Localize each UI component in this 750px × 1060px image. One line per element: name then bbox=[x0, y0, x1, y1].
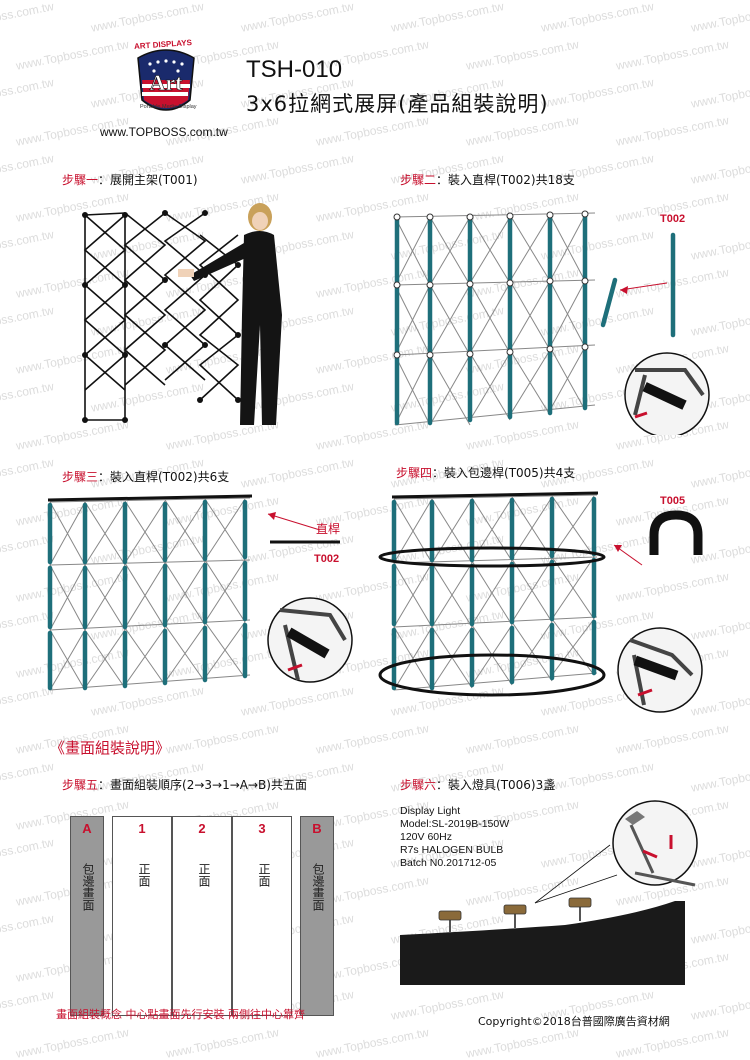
step-1-text: ：展開主架(T001) bbox=[98, 173, 198, 187]
panel-1: 1 正面 bbox=[112, 816, 172, 1016]
panel-a: A 包邊畫面 bbox=[70, 816, 104, 1016]
panel-b-text: 包邊畫面 bbox=[311, 863, 325, 911]
watermark-text: www.Topboss.com.tw bbox=[0, 227, 55, 263]
panel-3: 3 正面 bbox=[232, 816, 292, 1016]
step-3-tag: T002 bbox=[314, 553, 340, 565]
panel-1-text: 正面 bbox=[137, 863, 151, 887]
step-4-text: ：裝入包邊桿(T005)共4支 bbox=[432, 466, 576, 480]
step-2-heading: 步驟二：裝入直桿(T002)共18支 bbox=[400, 171, 575, 188]
copyright: Copyright©2018台普國際廣告資材網 bbox=[478, 1015, 670, 1028]
step-1-label: 步驟一 bbox=[62, 173, 99, 187]
watermark-text: www.Topboss.com.tw bbox=[539, 75, 655, 111]
watermark-text: www.Topboss.com.tw bbox=[464, 1025, 580, 1060]
panel-b: B 包邊畫面 bbox=[300, 816, 334, 1016]
watermark-text: www.Topboss.com.tw bbox=[239, 455, 355, 491]
step-3-heading: 步驟三：裝入直桿(T002)共6支 bbox=[62, 468, 229, 485]
watermark-text: www.Topboss.com.tw bbox=[614, 721, 730, 757]
step-1-illustration bbox=[82, 203, 282, 425]
watermark-text: www.Topboss.com.tw bbox=[0, 151, 55, 187]
step-6-label: 步驟六 bbox=[400, 778, 437, 792]
watermark-text: www.Topboss.com.tw bbox=[0, 379, 55, 415]
watermark-text: www.Topboss.com.tw bbox=[539, 759, 655, 795]
step-3-illustration bbox=[47, 494, 353, 691]
watermark-text: www.Topboss.com.tw bbox=[0, 759, 55, 795]
website-link[interactable]: www.TOPBOSS.com.tw bbox=[100, 125, 228, 139]
watermark-text: www.Topboss.com.tw bbox=[314, 721, 430, 757]
step-3-text: ：裝入直桿(T002)共6支 bbox=[98, 470, 230, 484]
watermark-text: www.Topboss.com.tw bbox=[14, 1025, 130, 1060]
watermark-text: www.Topboss.com.tw bbox=[614, 1025, 730, 1060]
panel-a-letter: A bbox=[82, 821, 92, 836]
step-6-heading: 步驟六：裝入燈具(T006)3盞 bbox=[400, 776, 555, 793]
logo-bottom-text: Portable Media Display bbox=[140, 104, 197, 110]
watermark-text: www.Topboss.com.tw bbox=[464, 721, 580, 757]
light-spec-batch: Batch N0.201712-05 bbox=[400, 857, 497, 869]
watermark-text: www.Topboss.com.tw bbox=[614, 37, 730, 73]
panel-b-letter: B bbox=[312, 821, 322, 836]
watermark-text: www.Topboss.com.tw bbox=[0, 75, 55, 111]
step-4-tag: T005 bbox=[660, 495, 686, 507]
watermark-text: www.Topboss.com.tw bbox=[614, 113, 730, 149]
step-4-label: 步驟四 bbox=[396, 466, 433, 480]
step-2-label: 步驟二 bbox=[400, 173, 437, 187]
product-code: TSH-010 bbox=[246, 56, 343, 83]
watermark-text: www.Topboss.com.tw bbox=[0, 835, 55, 871]
watermark-text: www.Topboss.com.tw bbox=[0, 911, 55, 947]
panel-2-text: 正面 bbox=[197, 863, 211, 887]
art-displays-logo: Art bbox=[137, 49, 195, 111]
light-spec-name: Display Light bbox=[400, 805, 461, 817]
step-2-illustration bbox=[393, 210, 710, 435]
light-spec-power: 120V 60Hz bbox=[400, 831, 452, 843]
watermark-text: www.Topboss.com.tw bbox=[0, 0, 55, 35]
panel-a-text: 包邊畫面 bbox=[81, 863, 95, 911]
step-5-heading: 步驟五：畫面組裝順序(2→3→1→A→B)共五面 bbox=[62, 776, 307, 793]
section-title: 《畫面組裝說明》 bbox=[50, 739, 171, 757]
watermark-text: www.Topboss.com.tw bbox=[14, 37, 130, 73]
watermark-text: www.Topboss.com.tw bbox=[314, 113, 430, 149]
step-5-text: ：畫面組裝順序(2→3→1→A→B)共五面 bbox=[98, 778, 307, 792]
watermark-text: www.Topboss.com.tw bbox=[689, 151, 750, 187]
step-3-label: 步驟三 bbox=[62, 470, 99, 484]
watermark-text: www.Topboss.com.tw bbox=[389, 0, 505, 35]
step-2-tag: T002 bbox=[660, 213, 686, 225]
panel-2-letter: 2 bbox=[198, 821, 206, 836]
step-1-heading: 步驟一：展開主架(T001) bbox=[62, 171, 198, 188]
svg-text:Art: Art bbox=[150, 70, 184, 95]
assembly-concept-note: 畫面組裝概念 中心點畫面先行安裝 兩側往中心靠齊 bbox=[56, 1008, 305, 1021]
step-2-text: ：裝入直桿(T002)共18支 bbox=[436, 173, 575, 187]
watermark-text: www.Topboss.com.tw bbox=[464, 37, 580, 73]
step-4-heading: 步驟四：裝入包邊桿(T005)共4支 bbox=[396, 464, 575, 481]
watermark-text: www.Topboss.com.tw bbox=[0, 303, 55, 339]
watermark-text: www.Topboss.com.tw bbox=[689, 759, 750, 795]
watermark-text: www.Topboss.com.tw bbox=[89, 0, 205, 35]
watermark-text: www.Topboss.com.tw bbox=[464, 113, 580, 149]
watermark-text: www.Topboss.com.tw bbox=[314, 1025, 430, 1060]
step-3-tag-cn: 直桿 bbox=[316, 522, 341, 536]
step-5-label: 步驟五 bbox=[62, 778, 99, 792]
step-6-text: ：裝入燈具(T006)3盞 bbox=[436, 778, 556, 792]
light-spec: Display Light Model:SL-2019B-150W 120V 6… bbox=[400, 805, 509, 870]
light-spec-model: Model:SL-2019B-150W bbox=[400, 818, 510, 830]
panel-1-letter: 1 bbox=[138, 821, 146, 836]
step-6-illustration bbox=[400, 800, 698, 985]
watermark-text: www.Topboss.com.tw bbox=[239, 151, 355, 187]
page-title: 3x6拉網式展屏(產品組裝說明) bbox=[246, 92, 549, 116]
watermark-text: www.Topboss.com.tw bbox=[239, 0, 355, 35]
panel-2: 2 正面 bbox=[172, 816, 232, 1016]
watermark-text: www.Topboss.com.tw bbox=[164, 1025, 280, 1060]
watermark-text: www.Topboss.com.tw bbox=[0, 987, 55, 1023]
panel-3-text: 正面 bbox=[257, 863, 271, 887]
panel-3-letter: 3 bbox=[258, 821, 266, 836]
light-spec-bulb: R7s HALOGEN BULB bbox=[400, 844, 504, 856]
watermark-text: www.Topboss.com.tw bbox=[689, 0, 750, 35]
watermark-text: www.Topboss.com.tw bbox=[689, 75, 750, 111]
watermark-text: www.Topboss.com.tw bbox=[0, 455, 55, 491]
watermark-text: www.Topboss.com.tw bbox=[539, 0, 655, 35]
watermark-text: www.Topboss.com.tw bbox=[164, 721, 280, 757]
step-4-illustration bbox=[378, 491, 703, 713]
